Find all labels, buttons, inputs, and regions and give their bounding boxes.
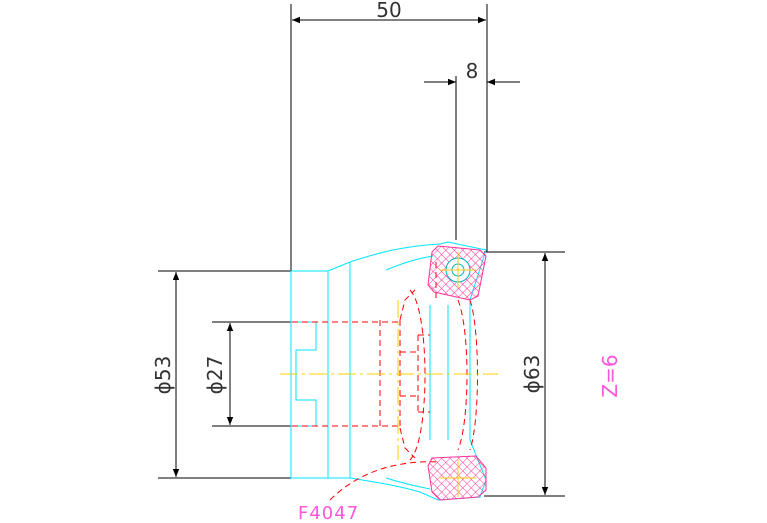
cutting-diameter-label: ϕ63 <box>520 355 544 394</box>
body-diameter-label: ϕ53 <box>151 356 175 395</box>
insert-offset-label: 8 <box>466 59 479 83</box>
dimension-bore-diameter: ϕ27 <box>203 321 292 427</box>
bottom-insert <box>427 455 487 501</box>
bore-diameter-label: ϕ27 <box>203 356 227 395</box>
top-insert <box>427 245 487 301</box>
dimension-body-diameter: ϕ53 <box>151 270 350 479</box>
cutter-body-outline <box>290 241 487 501</box>
overall-length-label: 50 <box>376 0 401 22</box>
centerlines <box>280 300 498 460</box>
teeth-count-note: Z=6 <box>598 354 622 397</box>
dimension-cutting-diameter: ϕ63 <box>484 251 565 497</box>
part-number: F4047 <box>298 503 359 523</box>
dimension-insert-offset: 8 <box>424 59 520 240</box>
dimension-overall-length: 50 <box>290 0 488 272</box>
